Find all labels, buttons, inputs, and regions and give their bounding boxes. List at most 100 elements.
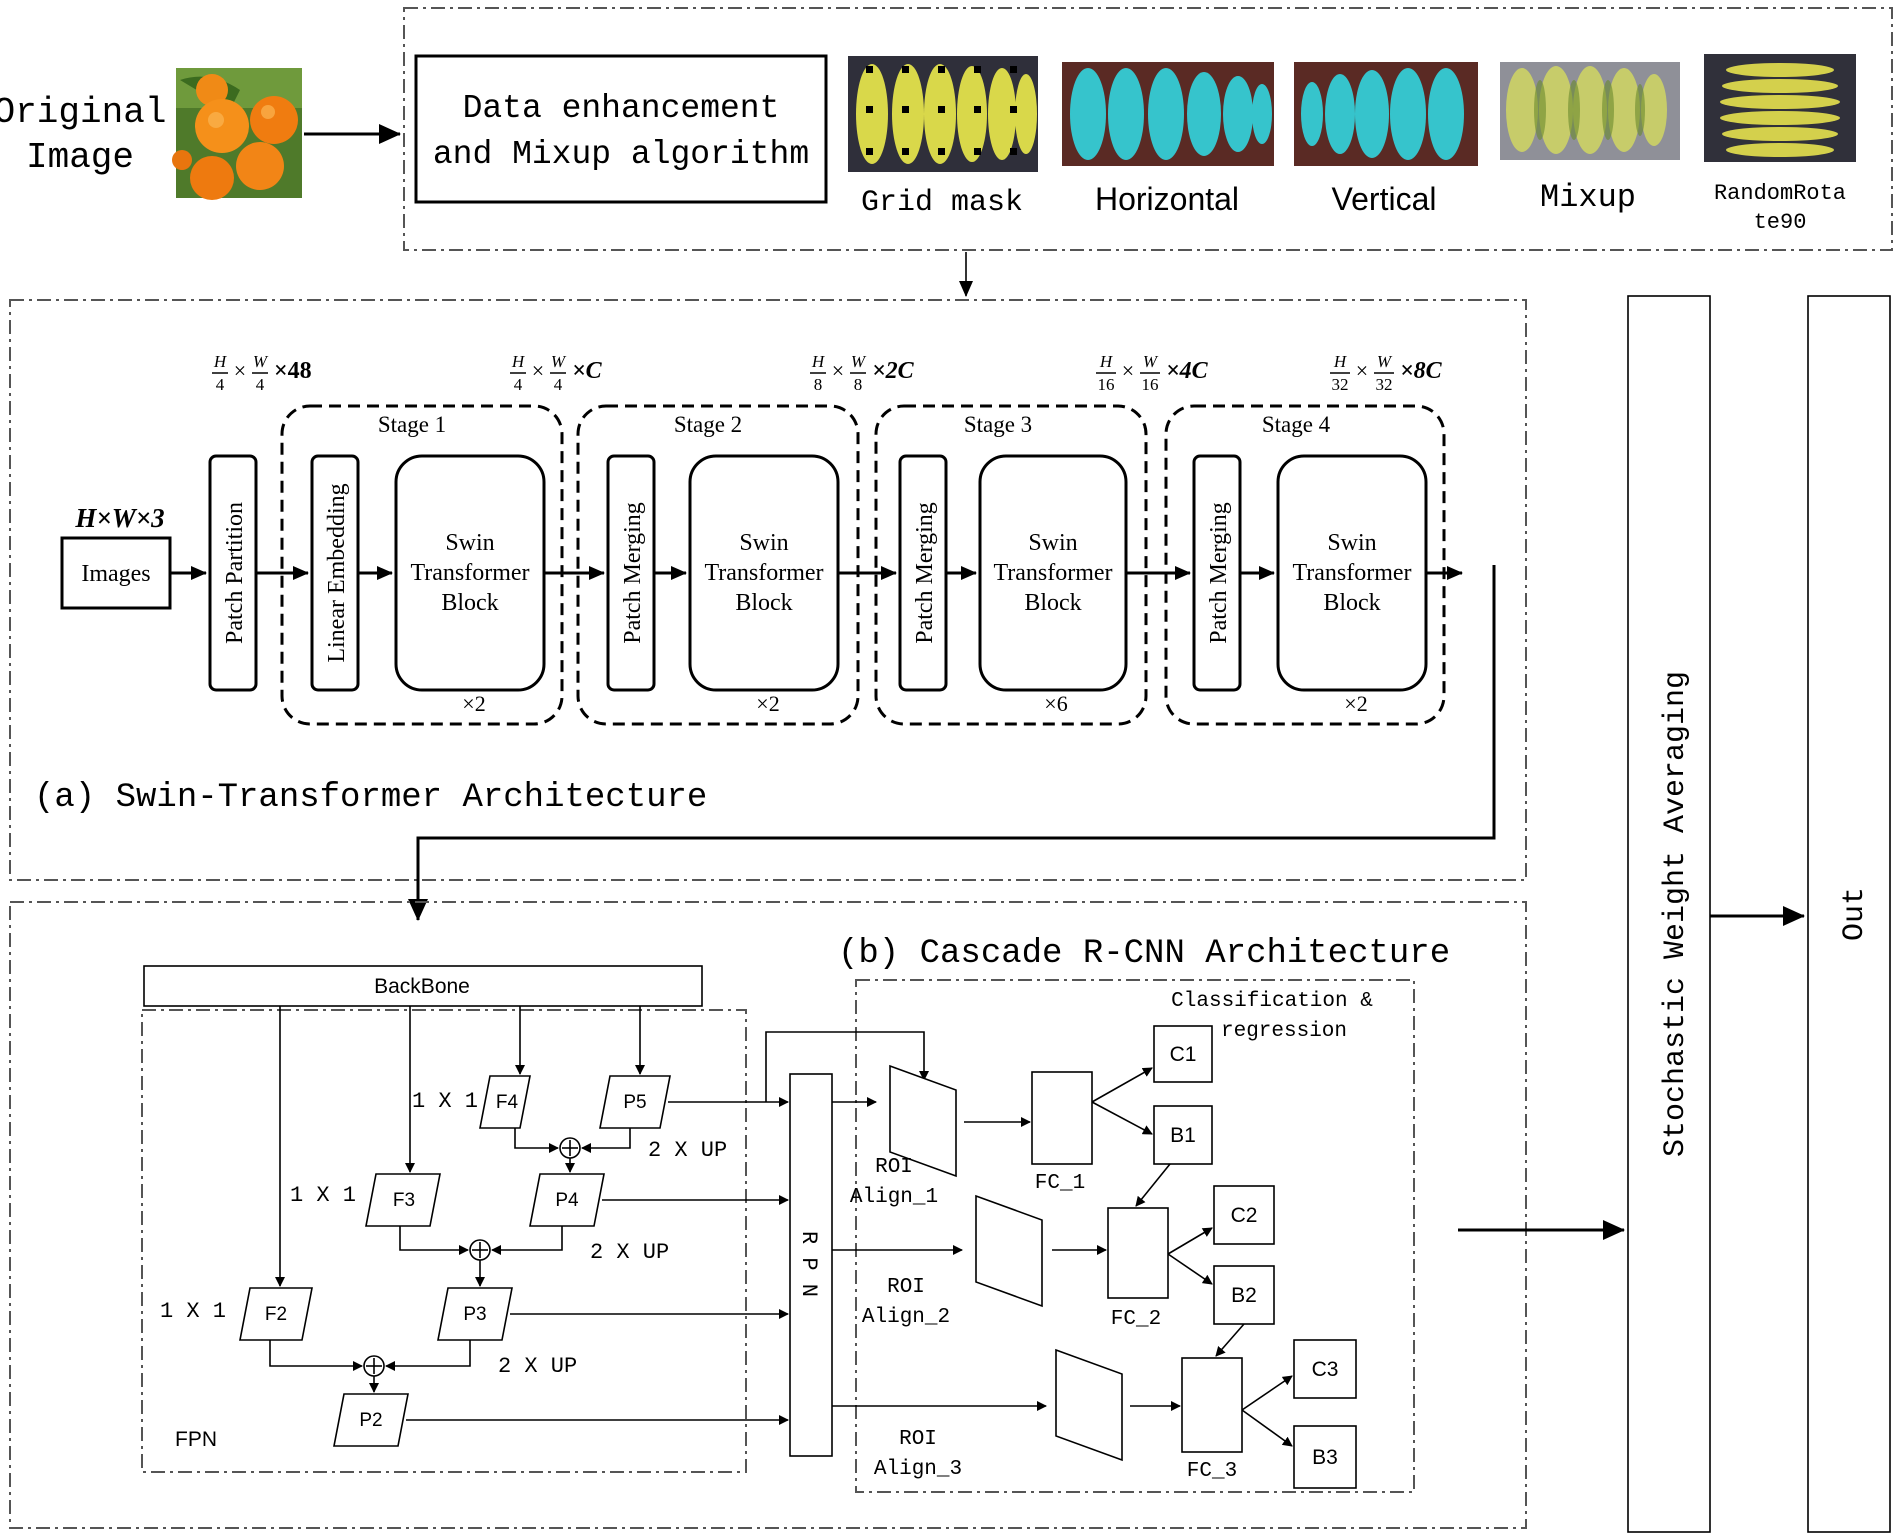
swa-label: Stochastic Weight Averaging [1659, 671, 1693, 1157]
roi-align-2-shape [975, 1194, 1043, 1308]
svg-text:W: W [1143, 352, 1159, 371]
p5-node [599, 1075, 671, 1129]
svg-text:×: × [532, 358, 544, 383]
backbone-taps [275, 1006, 645, 1287]
stage-4-label: Stage 4 [1262, 412, 1331, 437]
dimension-labels: H 4 × W 4 ×48 H 4 × W 4 ×C H 8 × W 8 [212, 352, 1443, 394]
b2-label: B2 [1231, 1284, 1257, 1307]
fc-1-box [1031, 1071, 1093, 1165]
svg-text:Swin: Swin [739, 530, 788, 556]
svg-text:Data enhancement: Data enhancement [463, 90, 780, 127]
svg-text:1 X 1: 1 X 1 [290, 1183, 356, 1208]
svg-text:ROI: ROI [875, 1156, 913, 1179]
images-box [60, 536, 172, 610]
fc-1-label: FC_1 [1035, 1172, 1085, 1195]
svg-text:W: W [1377, 352, 1393, 371]
svg-text:Block: Block [1323, 590, 1380, 616]
f2-node [239, 1287, 313, 1341]
mixup-thumbnail [1500, 62, 1680, 160]
dim-label-4: H 16 × W 16 ×4C [1096, 352, 1209, 394]
input-dimension-label: H×W×3 [74, 503, 164, 533]
c3-box [1293, 1339, 1357, 1399]
dim-label-2: H 4 × W 4 ×C [510, 352, 603, 394]
grid-mask-thumbnail [848, 56, 1038, 172]
images-label: Images [81, 561, 150, 587]
svg-text:W: W [253, 352, 269, 371]
svg-text:1 X 1: 1 X 1 [412, 1089, 478, 1114]
lateral-labels: 1 X 1 1 X 1 1 X 1 [160, 1089, 478, 1324]
svg-text:ROI: ROI [887, 1276, 925, 1299]
svg-text:Image: Image [26, 137, 134, 178]
svg-text:Transformer: Transformer [704, 560, 823, 586]
vertical-label: Vertical [1332, 181, 1437, 217]
fc-2-label: FC_2 [1111, 1308, 1161, 1331]
c2-box [1213, 1185, 1275, 1245]
svg-text:H: H [1099, 352, 1114, 371]
stage-2-repeat: ×2 [756, 691, 779, 716]
dim-label-1: H 4 × W 4 ×48 [212, 352, 312, 394]
svg-text:Swin: Swin [1327, 530, 1376, 556]
svg-text:Align_3: Align_3 [874, 1458, 962, 1481]
svg-text:Align_2: Align_2 [862, 1306, 950, 1329]
backbone-label: BackBone [374, 975, 470, 998]
f4-label: F4 [496, 1092, 519, 1113]
svg-text:×: × [234, 358, 246, 383]
swin-block-3-label: Swin Transformer Block [993, 530, 1112, 616]
svg-text:H: H [213, 352, 228, 371]
stage-3-label: Stage 3 [964, 412, 1032, 437]
stage-2-label: Stage 2 [674, 412, 742, 437]
stage-1-repeat: ×2 [462, 691, 485, 716]
svg-text:4: 4 [256, 375, 265, 394]
roi-align-2-label: ROI Align_2 [862, 1276, 950, 1329]
p4-label: P4 [555, 1190, 579, 1211]
fc-3-box [1181, 1357, 1243, 1453]
f4-node [479, 1075, 531, 1129]
svg-text:8: 8 [814, 375, 823, 394]
p5-label: P5 [623, 1092, 646, 1113]
svg-text:te90: te90 [1754, 210, 1807, 235]
svg-text:×4C: ×4C [1166, 358, 1209, 384]
svg-text:Classification &: Classification & [1171, 990, 1373, 1013]
f3-label: F3 [393, 1190, 415, 1211]
fc-to-output-lines [1091, 1067, 1293, 1447]
stage-3-group [874, 404, 1148, 726]
svg-text:4: 4 [216, 375, 225, 394]
horizontal-flip-thumbnail [1062, 62, 1274, 166]
classification-group [855, 979, 1415, 1493]
p2-node [333, 1393, 409, 1447]
svg-text:ROI: ROI [899, 1428, 937, 1451]
b1-label: B1 [1170, 1124, 1196, 1147]
svg-text:×2C: ×2C [872, 358, 915, 384]
horizontal-label: Horizontal [1095, 181, 1239, 217]
swin-block-2-label: Swin Transformer Block [704, 530, 823, 616]
svg-text:4: 4 [514, 375, 523, 394]
mixup-label: Mixup [1540, 179, 1636, 216]
stage-1-group [280, 404, 564, 726]
f2-label: F2 [265, 1304, 287, 1325]
linear-embedding-label: Linear Embedding [324, 483, 350, 662]
original-orange-image [172, 68, 302, 200]
svg-text:×8C: ×8C [1400, 358, 1443, 384]
cascade-rcnn-section [9, 901, 1527, 1529]
random-rotate-thumbnail [1704, 54, 1856, 162]
b2-box [1213, 1265, 1275, 1325]
rpn-label: R P N [796, 1231, 821, 1297]
stage-2-group [576, 404, 860, 726]
svg-text:4: 4 [554, 375, 563, 394]
svg-text:Transformer: Transformer [1292, 560, 1411, 586]
svg-text:Original: Original [0, 92, 166, 133]
p3-label: P3 [463, 1304, 486, 1325]
stage-4-repeat: ×2 [1344, 691, 1367, 716]
svg-text:Transformer: Transformer [410, 560, 529, 586]
svg-text:8: 8 [854, 375, 863, 394]
adders [363, 1137, 581, 1377]
p2-label: P2 [359, 1410, 382, 1431]
fpn-merge-lines [269, 1128, 631, 1393]
out-label: Out [1838, 887, 1872, 941]
svg-text:H: H [811, 352, 826, 371]
svg-text:and Mixup algorithm: and Mixup algorithm [433, 136, 809, 173]
svg-text:Block: Block [441, 590, 498, 616]
svg-text:RandomRota: RandomRota [1714, 181, 1846, 206]
svg-text:W: W [851, 352, 867, 371]
